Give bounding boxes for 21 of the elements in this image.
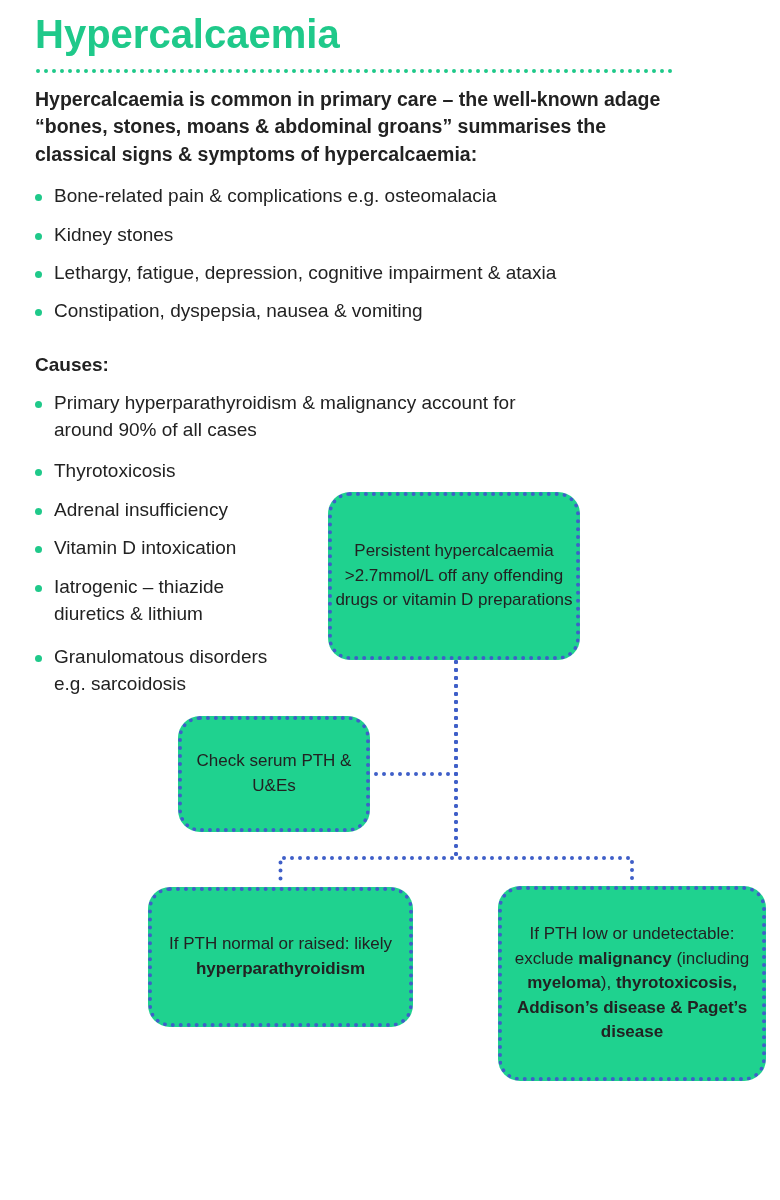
bullet-text: Kidney stones [54,223,175,247]
intro-paragraph: Hypercalcaemia is common in primary care – the well-known adage “bones, stones, moans & abdominal groans” summarises the classical signs & symptoms of hypercalcaemia: [35,87,662,167]
box-text: If PTH normal or raised: likely hyperparathyroidism [168,933,393,980]
bullet-text: Granulomatous disorders e.g. sarcoidosis [54,645,269,696]
bullet-text: Constipation, dyspepsia, nausea & vomiting [54,299,424,323]
bullet-text: Thyrotoxicosis [54,459,177,483]
bullet-text: Bone-related pain & complications e.g. osteomalacia [54,184,498,208]
process-box [328,492,580,660]
bullet-text: Adrenal insufficiency [54,498,229,522]
bullet-text: Primary hyperparathyroidism & malignancy account for around 90% of all cases [54,391,517,442]
box-text: Persistent hypercalcaemia >2.7mmol/L off any offending drugs or vitamin D preparations [334,540,574,612]
bullet-text: Vitamin D intoxication [54,536,238,560]
bullet-text: Iatrogenic – thiazide diuretics & lithium [54,575,226,626]
section-heading: Causes: [35,353,110,377]
title: Hypercalcaemia [35,11,340,58]
bullet-text: Lethargy, fatigue, depression, cognitive impairment & ataxia [54,261,558,285]
process-box [498,886,766,1081]
box-text: Check serum PTH & U&Es [195,750,353,797]
process-box [178,716,370,832]
box-text: If PTH low or undetectable: exclude malignancy (including myeloma), thyrotoxicosis, Addison’s disease & Paget’s disease [513,922,751,1044]
process-box [148,887,413,1027]
